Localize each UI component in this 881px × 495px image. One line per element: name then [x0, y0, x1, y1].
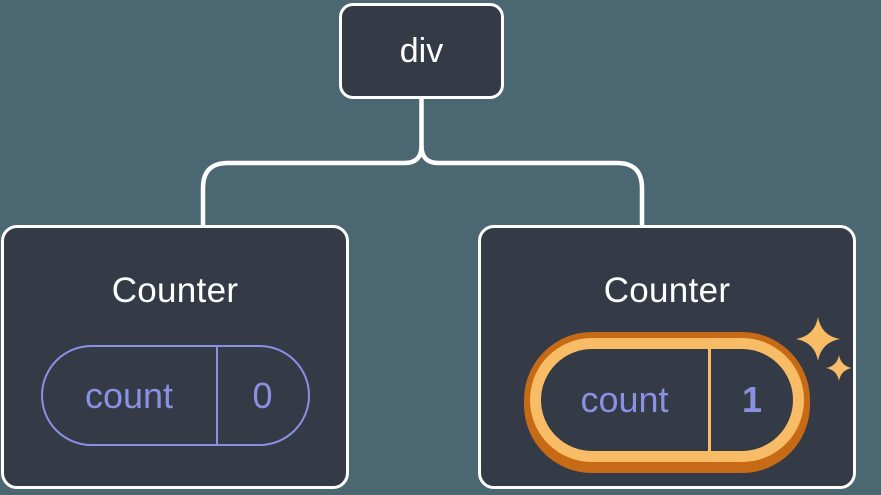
- state-value: 1: [708, 349, 793, 451]
- counter-card-left: Counter count 0: [1, 225, 349, 489]
- state-value: 0: [215, 347, 308, 444]
- root-node-label: div: [399, 31, 444, 70]
- counter-card-right: Counter count 1: [478, 225, 856, 489]
- root-node: div: [339, 3, 504, 99]
- state-pill: count 0: [40, 345, 310, 446]
- card-title: Counter: [603, 271, 731, 310]
- sparkles-icon: [796, 317, 852, 381]
- state-key-label: count: [580, 379, 669, 420]
- state-pill-highlighted: count 1: [530, 338, 804, 462]
- state-key-label: count: [84, 374, 174, 416]
- card-title: Counter: [111, 271, 239, 310]
